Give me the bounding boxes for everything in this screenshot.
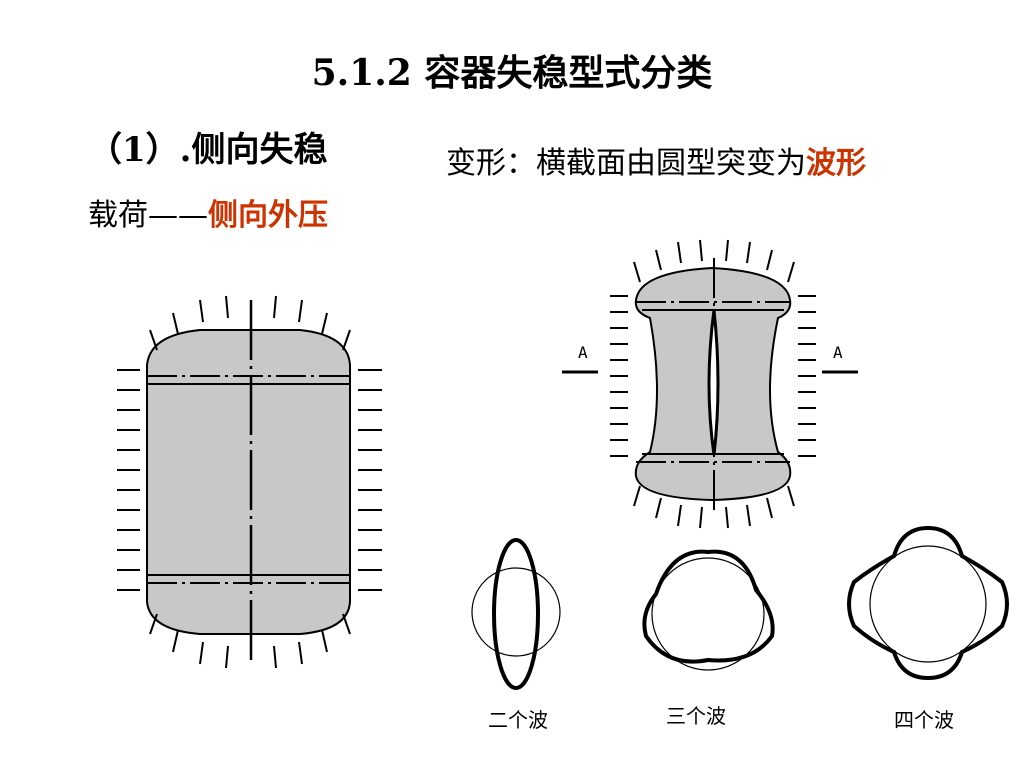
section-label-right: A <box>833 343 843 362</box>
three-wave-diagram <box>642 549 775 671</box>
three-wave-reference-circle <box>651 557 765 671</box>
deformation-prefix: 变形：横截面由圆型突变为 <box>446 146 806 181</box>
four-wave-diagram <box>847 525 1009 681</box>
buckled-arrows-bottom <box>633 485 795 529</box>
vessel-body <box>146 329 351 635</box>
load-highlight: 侧向外压 <box>208 198 328 233</box>
two-wave-deformed-shape <box>492 538 540 690</box>
buckled-center-crease <box>707 309 720 456</box>
two-wave-diagram <box>471 538 561 690</box>
caption-three-waves: 三个波 <box>666 704 726 728</box>
pressure-arrows-right <box>358 369 382 591</box>
four-wave-reference-circle <box>869 545 987 663</box>
buckled-arrows-right <box>798 295 816 457</box>
two-wave-reference-circle <box>471 567 561 657</box>
pressure-arrows-top <box>149 295 351 351</box>
section-label-left: A <box>578 343 588 362</box>
deformation-highlight: 波形 <box>806 146 866 181</box>
load-prefix: 载荷—— <box>88 198 208 233</box>
load-text: 载荷——侧向外压 <box>88 190 328 234</box>
buckled-arrows-top <box>633 239 795 283</box>
deformation-text: 变形：横截面由圆型突变为波形 <box>446 138 866 182</box>
vessel-buckled-diagram: A A <box>562 239 858 529</box>
caption-two-waves: 二个波 <box>488 708 548 732</box>
three-wave-deformed-shape <box>642 549 775 664</box>
pressure-arrows-left <box>117 369 140 591</box>
caption-four-waves: 四个波 <box>894 708 954 732</box>
buckled-arrows-left <box>610 295 628 457</box>
pressure-arrows-bottom <box>149 613 351 669</box>
four-wave-deformed-shape <box>847 525 1009 681</box>
slide-title: 5.1.2 容器失稳型式分类 <box>311 52 713 94</box>
vessel-undeformed-diagram <box>117 295 382 669</box>
section-heading: （1）.侧向失稳 <box>88 130 328 170</box>
